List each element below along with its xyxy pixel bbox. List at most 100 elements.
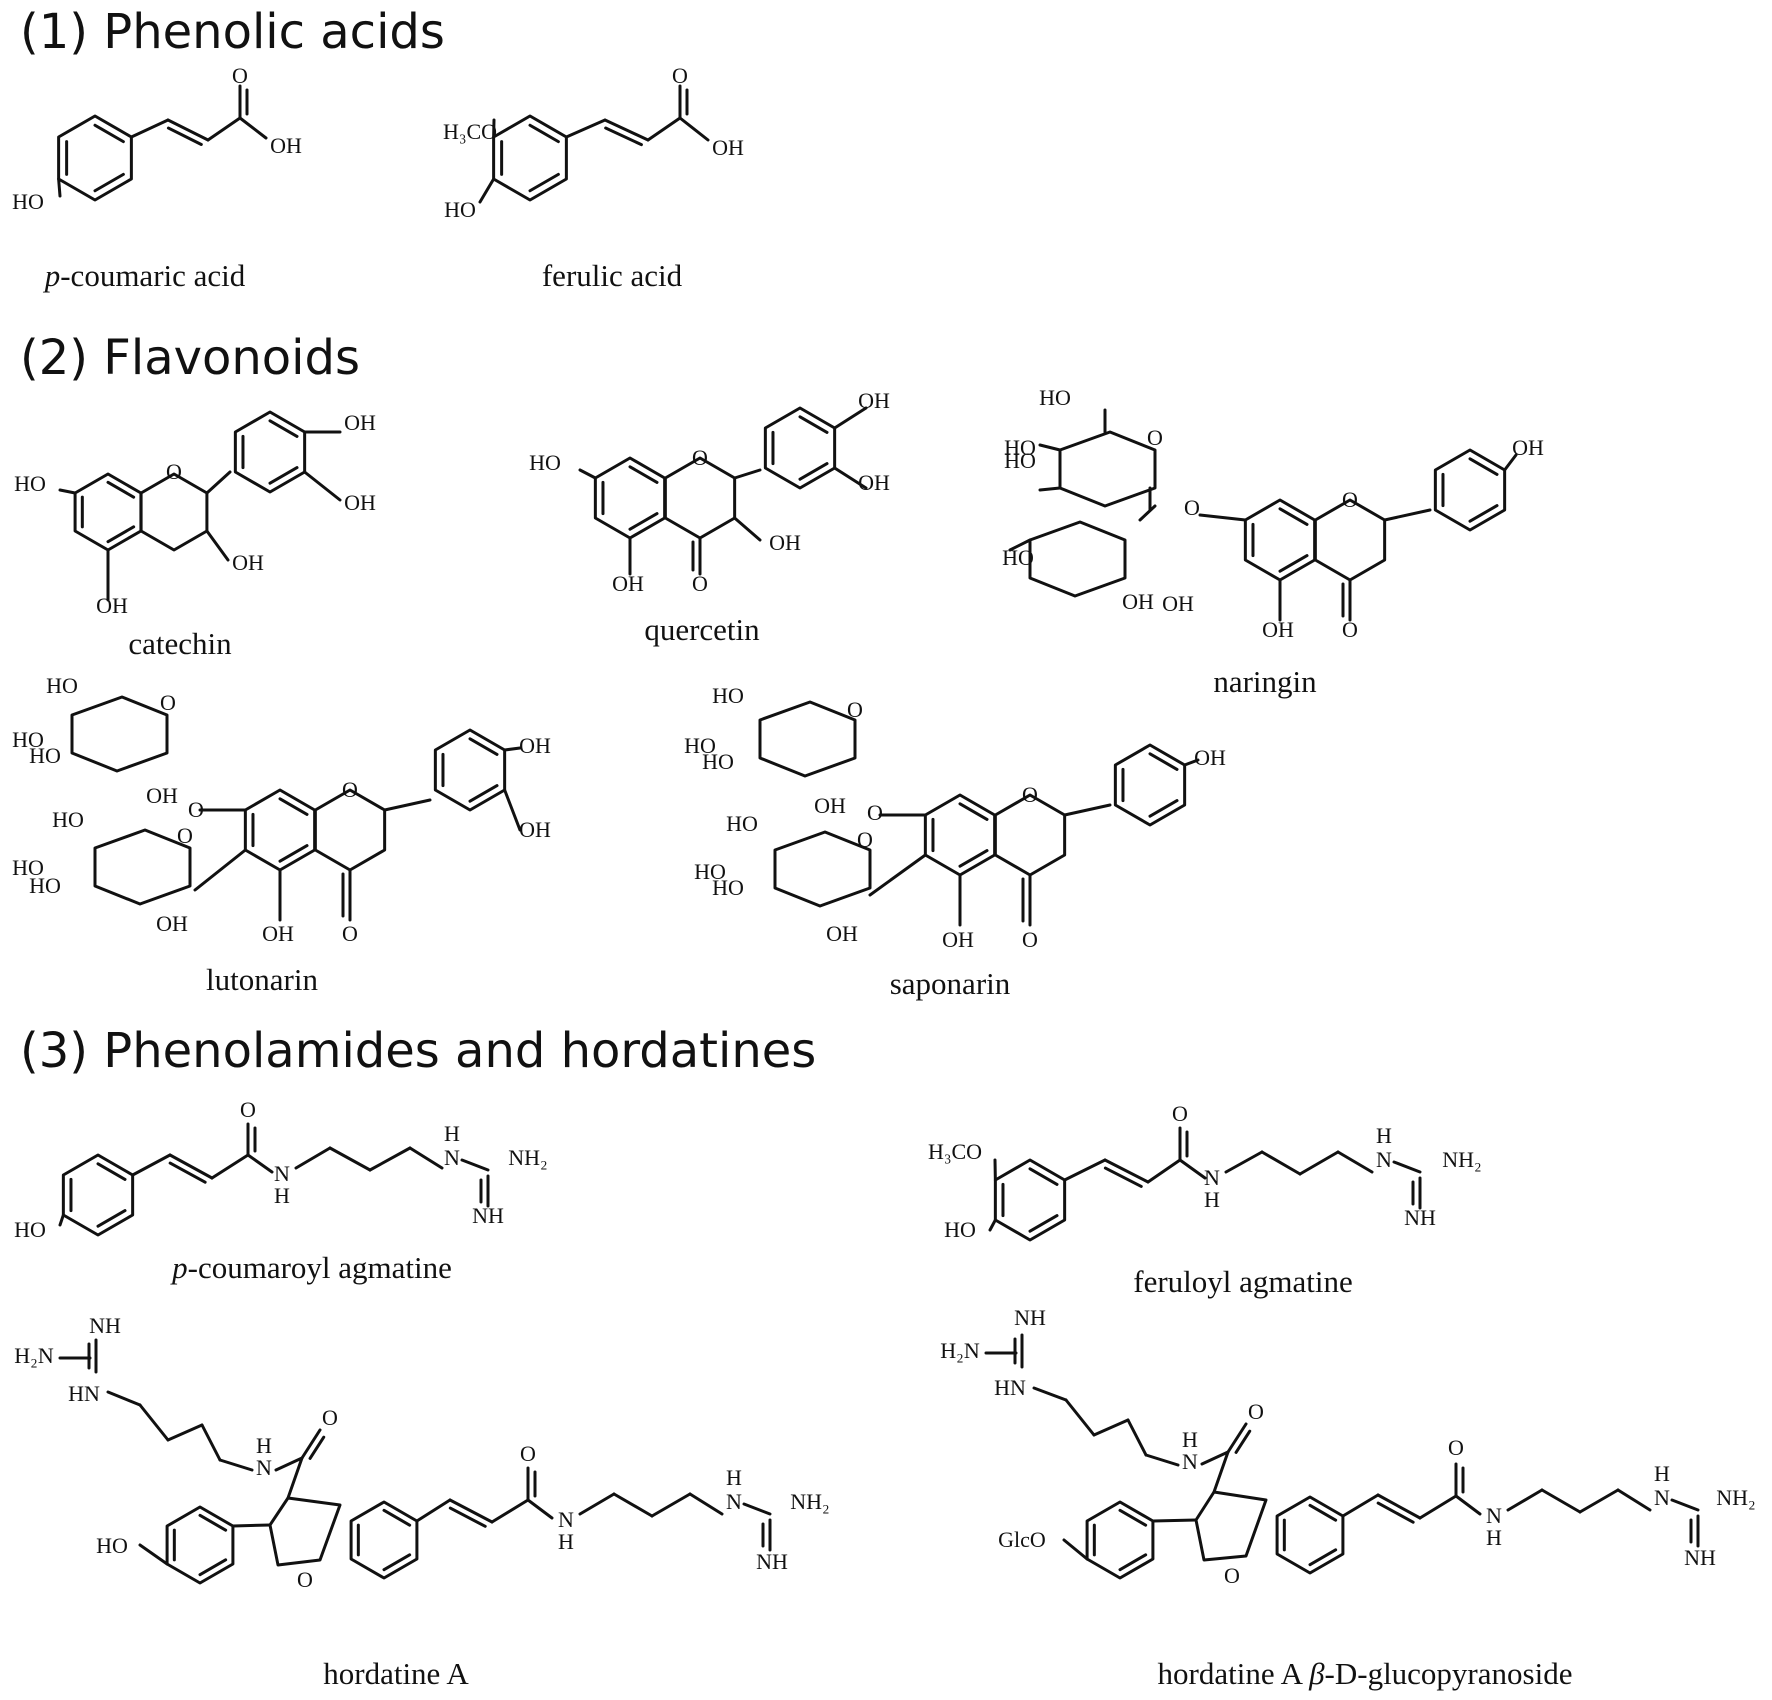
atom-label: NH [472,1203,504,1228]
atom-label: OH [826,921,858,946]
atom-label: N [1486,1503,1502,1528]
caption-catechin: catechin [128,626,232,661]
atom-label: N [444,1145,460,1170]
atom-label: O [857,827,873,852]
atom-label: H [1204,1187,1220,1212]
bond [460,1158,490,1172]
atom-label: H₂N [14,1343,54,1368]
bond [168,1161,207,1184]
caption-feruloyl-agmatine: feruloyl agmatine [1133,1264,1353,1299]
caption-hordatine-a: hordatine A [323,1656,469,1691]
atom-label: NH [1014,1305,1046,1330]
benzene-ring [57,114,133,202]
atom-label: NH₂ [1442,1147,1481,1172]
bond [733,516,762,542]
atom-label: O [232,63,248,88]
bond [733,468,762,480]
bond [1063,803,1112,817]
atom-label: O [342,777,358,802]
bond [678,116,710,142]
atom-label: O [1184,495,1200,520]
bond [448,1506,487,1528]
bond [1200,1450,1230,1466]
atom-label: NH₂ [1716,1485,1755,1510]
bond [833,466,868,490]
bond [268,466,299,485]
caption-ferulic-acid: ferulic acid [541,258,683,293]
bond [1308,1548,1338,1567]
atom-label: O [847,697,863,722]
atom-label: O [177,823,193,848]
bond [1278,554,1309,573]
atom-label: HO [29,873,61,898]
atom-label: OH [519,817,551,842]
bond [868,853,927,897]
atom-label: H [1376,1123,1392,1148]
bond [415,1498,452,1523]
sugar-ring [773,830,872,908]
atom-label: HO [14,471,46,496]
benzene-ring [993,1158,1067,1242]
bond [1028,1167,1059,1186]
atom-label: O [867,800,883,825]
atom-label: NH [89,1313,121,1338]
atom-label: O [672,63,688,88]
bond [166,1423,204,1442]
atom-label: O [692,445,708,470]
caption-naringin: naringin [1213,664,1317,699]
bond [1038,486,1062,492]
atom-label: HO [684,733,716,758]
bond [57,177,62,198]
bond [1062,1538,1089,1561]
benzene-ring [73,472,143,552]
bond [1144,1453,1180,1467]
bond [93,123,125,144]
atom-label: OH [344,490,376,515]
bond [1578,1488,1620,1514]
atom-label: HO [702,749,734,774]
atom-label: OH [769,530,801,555]
benzene-ring [1113,743,1187,827]
bond [1278,507,1309,526]
bond [578,1492,616,1516]
atom-label: O [240,1097,256,1122]
atom-label: HO [96,1533,128,1558]
bond [1038,443,1062,452]
atom-label: H₃CO [443,119,497,144]
caption-p-coumaric-acid: p-coumaric acid [45,258,246,294]
atom-label: OH [1122,589,1154,614]
atom-label: H₃CO [928,1139,982,1164]
atom-label: NH [1684,1545,1716,1570]
bond [218,1458,254,1472]
bond [138,1403,170,1442]
bond [198,1513,228,1532]
bond [96,1162,127,1181]
atom-label: OH [814,793,846,818]
bond [1183,758,1200,767]
sugar-ring [1028,520,1127,598]
atom-label: OH [858,388,890,413]
atom-label: HN [994,1375,1026,1400]
bond [1146,1158,1182,1184]
bond [198,1558,228,1577]
atom-label: N [558,1507,574,1532]
bond [166,126,203,146]
atom-label: HO [29,743,61,768]
bond [1198,513,1247,522]
bond [300,1428,322,1460]
caption-text: -coumaric acid [60,258,246,293]
caption-p-coumaroyl-agmatine: p-coumaroyl agmatine [172,1250,452,1286]
bond [612,1492,654,1518]
bond [603,118,650,142]
atom-label: OH [858,470,890,495]
atom-label: OH [1194,745,1226,770]
atom-label: HO [1004,435,1036,460]
bond [382,1553,412,1572]
atom-label: OH [1162,591,1194,616]
bond [468,784,499,803]
sugar-ring [758,700,857,778]
